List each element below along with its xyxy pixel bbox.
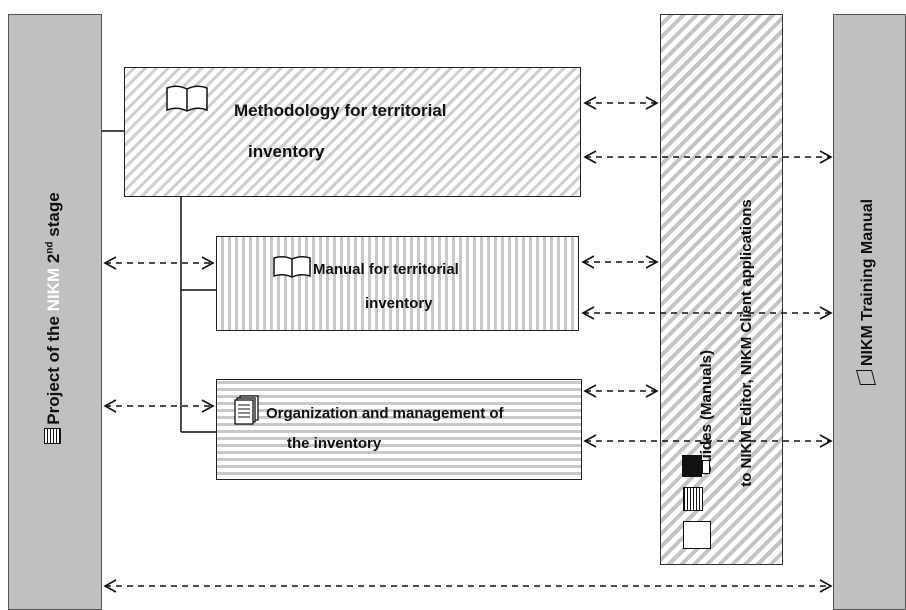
pencil-notepad-icon	[855, 370, 877, 386]
organization-line2: the inventory	[287, 435, 382, 452]
stacked-docs-icon	[683, 487, 703, 511]
report-icon	[44, 427, 61, 444]
training-manual-panel	[833, 14, 906, 610]
documents-icon	[234, 395, 260, 425]
methodology-line2: inventory	[248, 142, 325, 161]
monitor-icon	[682, 455, 710, 477]
manual-box	[216, 236, 579, 331]
guides-line2: to NIKM Editor, NIKM Client applications	[738, 199, 755, 487]
manual-line2: inventory	[365, 295, 433, 312]
open-book-icon	[164, 82, 210, 114]
training-manual-label: NIKM Training Manual	[855, 142, 880, 442]
organization-line1: Organization and management of	[266, 405, 504, 422]
project-panel	[8, 14, 102, 610]
organization-box	[216, 379, 582, 480]
manual-line1: Manual for territorial	[313, 261, 459, 278]
methodology-line1: Methodology for territorial	[234, 101, 447, 120]
notepad-icon	[683, 521, 711, 549]
guides-line1: Guides (Manuals)	[698, 349, 715, 475]
project-panel-label: Project of the NIKM 2nd stage	[44, 135, 66, 501]
guides-panel	[660, 14, 783, 565]
book-icon	[272, 255, 312, 279]
